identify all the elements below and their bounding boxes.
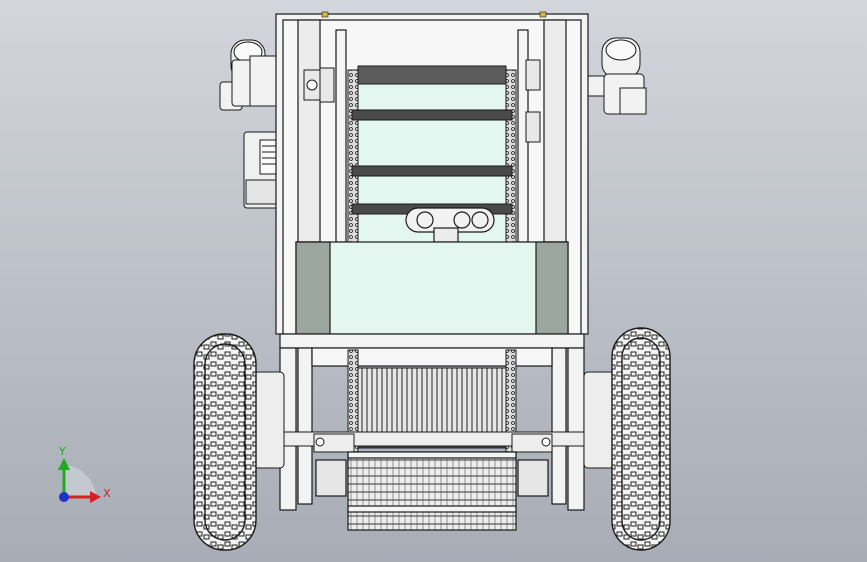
bearing-blocks [303,59,541,143]
y-axis-head [58,458,70,470]
lower-frame [279,333,585,511]
top-marker-left [321,11,329,18]
right-caster-assembly [587,37,647,115]
left-caster-assembly [219,39,281,111]
rear-axle [249,431,623,453]
orientation-triad[interactable]: Y X [58,445,111,503]
hopper-panel [295,241,569,335]
top-marker-right [539,11,547,18]
drive-motor [243,131,281,209]
x-axis-label: X [103,487,111,500]
left-rear-wheel [193,333,257,551]
z-axis-dot [59,492,69,502]
drive-rollers [405,207,495,243]
wheel-brackets [253,371,615,469]
sieve-grate [357,367,507,439]
x-axis-head [90,491,101,503]
y-axis-label: Y [58,445,66,458]
triad-plane [64,465,96,497]
right-chain [505,69,517,243]
step-tray [315,451,549,531]
left-chain [347,69,359,243]
right-rear-wheel [611,327,671,551]
